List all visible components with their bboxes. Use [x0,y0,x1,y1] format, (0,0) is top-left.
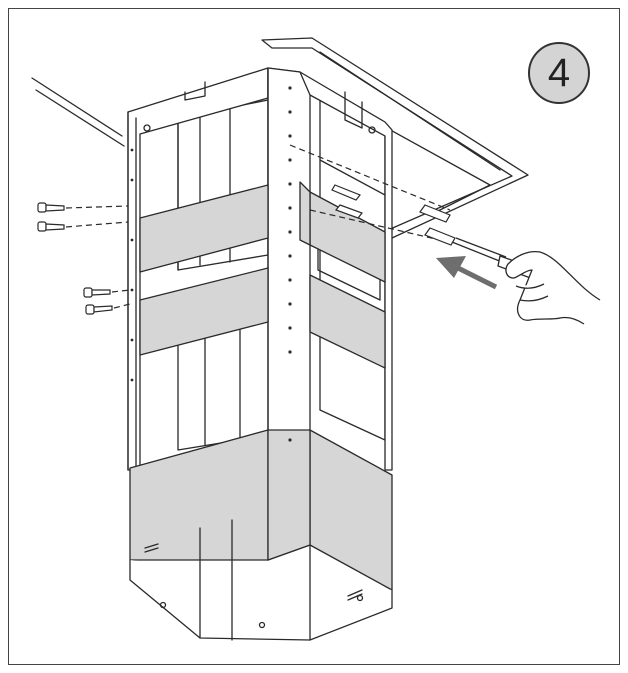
cover-panel-band-upper [139,181,386,283]
column-holes [130,86,292,442]
ceiling-cable [31,77,125,147]
step-number-badge: 4 [528,42,590,104]
arrow-icon [436,256,498,290]
cover-panel-band-middle [139,267,386,369]
hand-icon [505,250,601,325]
illustration-frame [8,8,620,665]
screw-icon [37,202,113,315]
screw-guide-lines [65,144,451,309]
chimney-bottom [129,519,393,641]
cover-panel-band-lower [129,429,393,591]
screw-icon [331,184,456,246]
